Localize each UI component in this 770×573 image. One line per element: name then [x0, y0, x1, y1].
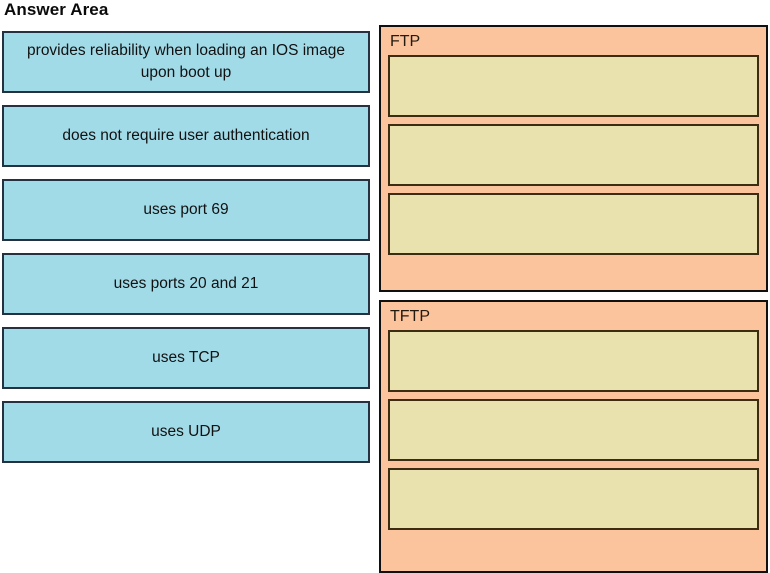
target-panel-label: TFTP — [390, 308, 430, 325]
option-tile[interactable]: uses TCP — [2, 327, 370, 389]
option-tile[interactable]: does not require user authentication — [2, 105, 370, 167]
drop-slot[interactable] — [388, 55, 759, 117]
option-label: uses TCP — [152, 349, 220, 366]
drop-slot[interactable] — [388, 468, 759, 530]
option-label: uses UDP — [151, 423, 221, 440]
drop-slot[interactable] — [388, 330, 759, 392]
option-label: uses ports 20 and 21 — [113, 275, 259, 292]
target-panel-tftp: TFTP — [379, 300, 768, 573]
option-tile[interactable]: uses UDP — [2, 401, 370, 463]
target-panel-ftp: FTP — [379, 25, 768, 292]
drop-slot[interactable] — [388, 399, 759, 461]
page-title: Answer Area — [4, 0, 109, 19]
option-tile[interactable]: provides reliability when loading an IOS… — [2, 31, 370, 93]
option-label: provides reliability when loading an IOS… — [27, 42, 345, 81]
options-column: provides reliability when loading an IOS… — [2, 31, 370, 463]
option-label: does not require user authentication — [62, 127, 310, 144]
target-panel-label: FTP — [390, 33, 421, 50]
targets-column: FTP TFTP — [379, 25, 768, 573]
option-label: uses port 69 — [143, 201, 229, 218]
drop-slot[interactable] — [388, 124, 759, 186]
drop-slot[interactable] — [388, 193, 759, 255]
option-tile[interactable]: uses ports 20 and 21 — [2, 253, 370, 315]
option-tile[interactable]: uses port 69 — [2, 179, 370, 241]
